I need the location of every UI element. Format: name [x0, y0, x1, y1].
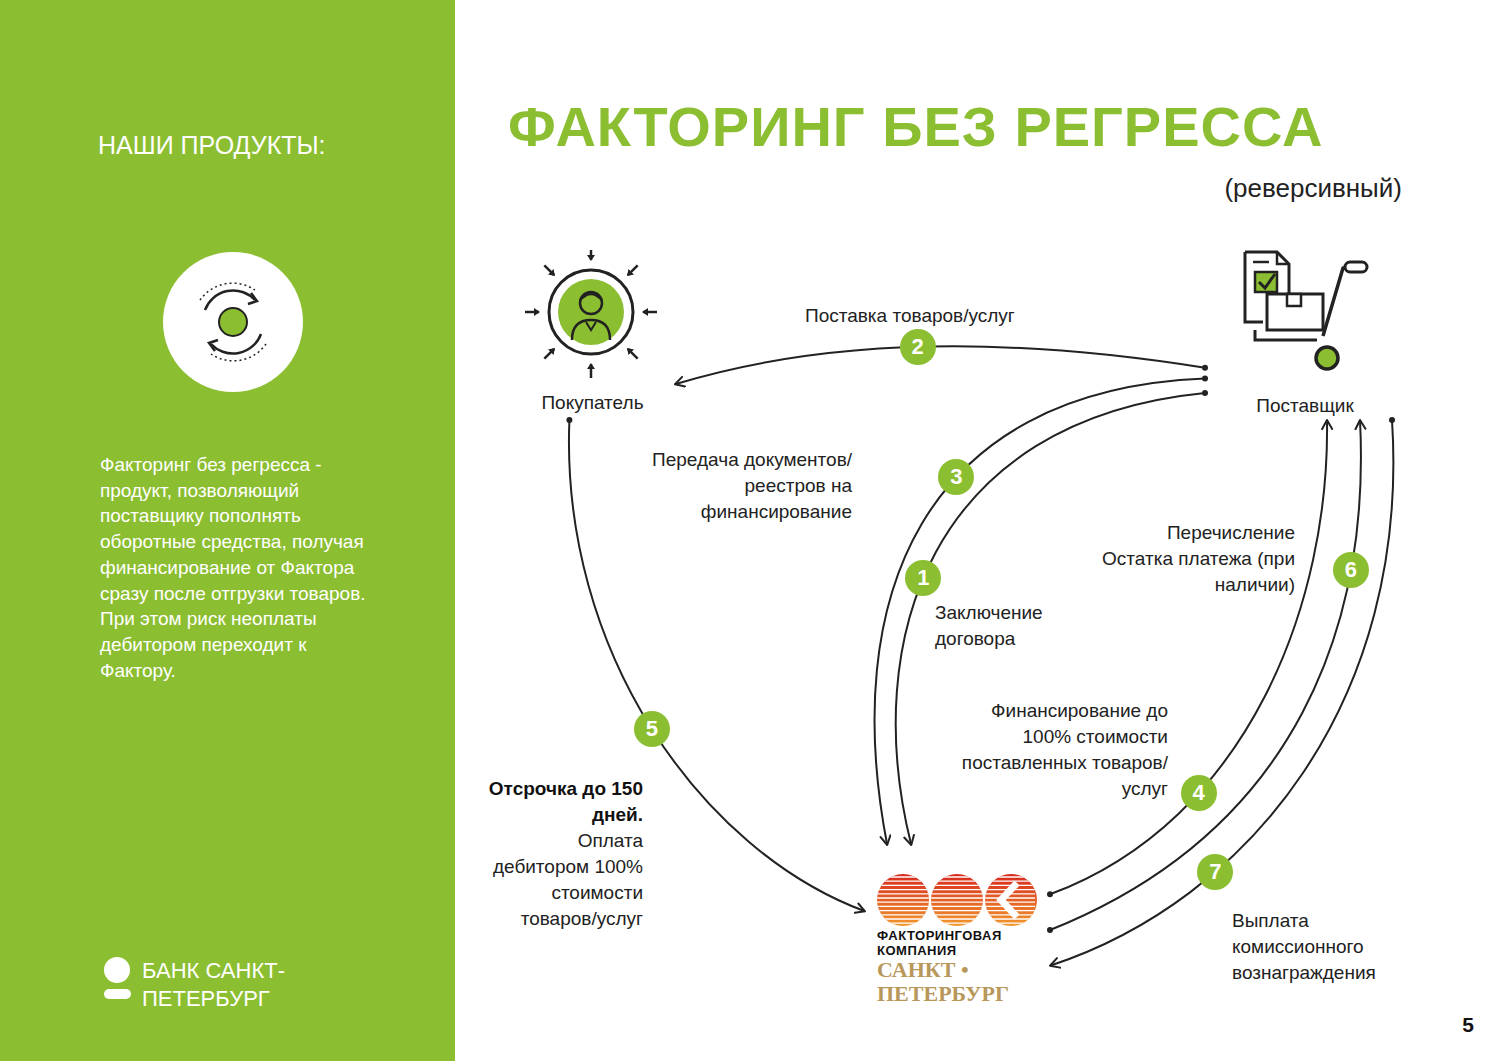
line-start-dot: [1047, 927, 1053, 933]
panel-icons: [0, 0, 455, 1061]
callout-number: 2: [900, 329, 936, 365]
supplier-node: Поставщик: [1205, 240, 1405, 423]
panel-description: Факторинг без регресса - продукт, позвол…: [100, 452, 385, 683]
title: ФАКТОРИНГ БЕЗ РЕГРЕССА: [508, 92, 1323, 162]
line-start-dot: [1202, 376, 1208, 382]
node-label: Поставщик: [1205, 393, 1405, 419]
callout-number: 7: [1197, 854, 1233, 890]
bank-logo-text: БАНК САНКТ-ПЕТЕРБУРГ: [142, 957, 392, 1013]
line-start-dot: [566, 417, 572, 423]
supplier-icon: [1205, 240, 1405, 385]
edge-label: Передача документов/реестров на финансир…: [612, 447, 852, 525]
line-start-dot: [1202, 365, 1208, 371]
node-label: Покупатель: [510, 390, 675, 416]
factoring-logo: [865, 845, 1050, 930]
company-name: ФАКТОРИНГОВАЯ КОМПАНИЯ: [877, 845, 1045, 958]
edge-label: Оплата дебитором 100% стоимости товаров/…: [478, 828, 643, 932]
page-number: 5: [1462, 1012, 1474, 1038]
flow-arrow: [896, 393, 1205, 845]
buyer-icon: [510, 250, 675, 385]
callout-number: 1: [905, 560, 941, 596]
edge-label: Заключение договора: [935, 600, 1085, 652]
flow-arrow: [1050, 420, 1393, 966]
company-city: САНКТ • ПЕТЕРБУРГ: [877, 958, 1045, 1006]
side-panel: НАШИ ПРОДУКТЫ: Факторинг без регресса - п…: [0, 0, 455, 1061]
flow-arrow: [1050, 420, 1327, 894]
panel-heading: НАШИ ПРОДУКТЫ:: [98, 130, 326, 160]
edge-label: Выплата комиссионного вознаграждения: [1232, 908, 1422, 986]
callout-number: 4: [1181, 775, 1217, 811]
line-start-dot: [1202, 390, 1208, 396]
subtitle: (реверсивный): [1224, 172, 1402, 204]
edge-label: Перечисление Остатка платежа (при наличи…: [1095, 520, 1295, 598]
buyer-node: Покупатель: [510, 250, 675, 420]
callout-number: 6: [1333, 552, 1369, 588]
callout-number: 3: [938, 459, 974, 495]
callout-number: 5: [634, 711, 670, 747]
flow-arrow: [675, 347, 1205, 385]
flow-arrow: [1050, 420, 1361, 930]
flow-arrow: [875, 379, 1205, 845]
line-start-dot: [1389, 417, 1395, 423]
line-start-dot: [1047, 891, 1053, 897]
edge-label: Поставка товаров/услуг: [805, 303, 1075, 329]
factoring-company-node: ФАКТОРИНГОВАЯ КОМПАНИЯСАНКТ • ПЕТЕРБУРГ: [865, 845, 1050, 1015]
term-note: Отсрочка до 150 дней.: [478, 776, 643, 828]
edge-label: Финансирование до 100% стоимости поставл…: [948, 698, 1168, 802]
